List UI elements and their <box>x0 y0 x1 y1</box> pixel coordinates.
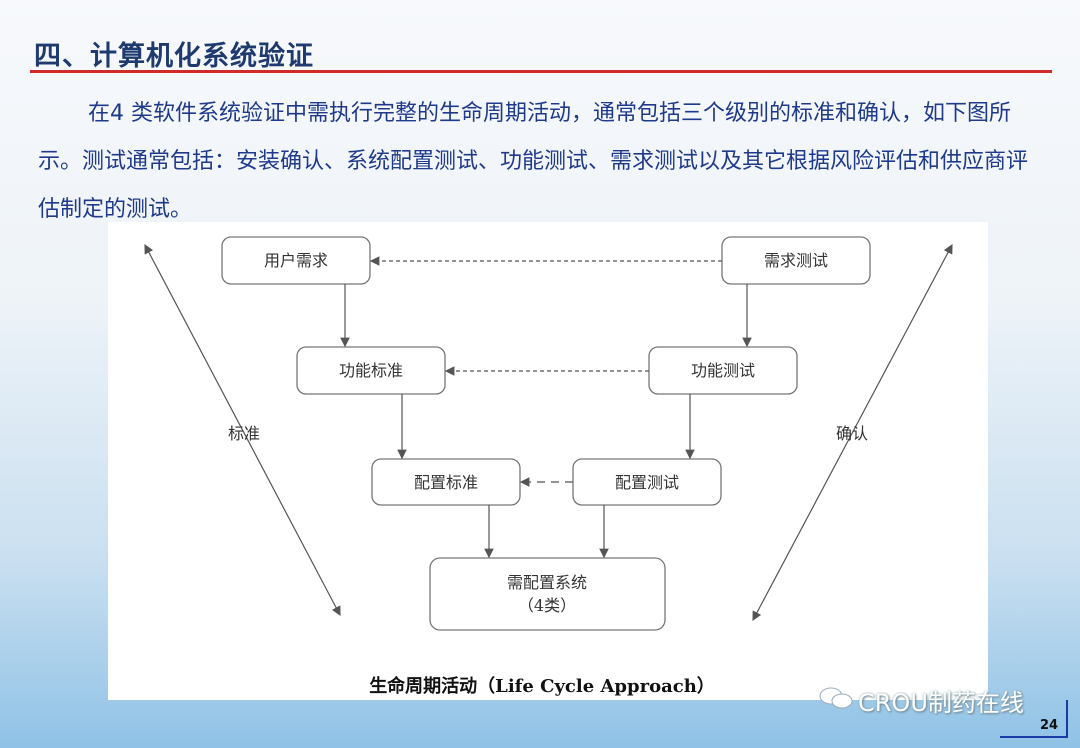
label-functional-spec: 功能标准 <box>339 361 403 380</box>
slide-title: 四、计算机化系统验证 <box>34 41 314 72</box>
page-number: 24 <box>1040 718 1059 733</box>
paragraph-text: 在4 类软件系统验证中需执行完整的生命周期活动，通常包括三个级别的标准和确认，如… <box>38 101 1029 222</box>
label-specification: 标准 <box>228 424 260 443</box>
left-double-arrow <box>144 243 341 617</box>
label-system-line2: （4类） <box>518 596 576 615</box>
body-paragraph: 在4 类软件系统验证中需执行完整的生命周期活动，通常包括三个级别的标准和确认，如… <box>38 90 1048 234</box>
page-vline <box>1066 700 1068 738</box>
label-functional-test: 功能测试 <box>691 361 755 380</box>
right-double-arrow <box>752 243 953 622</box>
diagram-caption: 生命周期活动（Life Cycle Approach） <box>369 675 715 697</box>
watermark-text: CROU制药在线 <box>858 689 1024 717</box>
page-underline <box>1000 736 1066 738</box>
label-config-test: 配置测试 <box>615 473 679 492</box>
label-requirements-test: 需求测试 <box>764 251 828 270</box>
label-config-spec: 配置标准 <box>414 473 478 492</box>
label-system-line1: 需配置系统 <box>507 573 587 592</box>
label-verification: 确认 <box>836 424 868 443</box>
wechat-icon <box>819 687 853 709</box>
label-user-requirements: 用户需求 <box>264 251 328 270</box>
box-configured-system <box>429 557 666 631</box>
title-divider <box>30 70 1052 73</box>
